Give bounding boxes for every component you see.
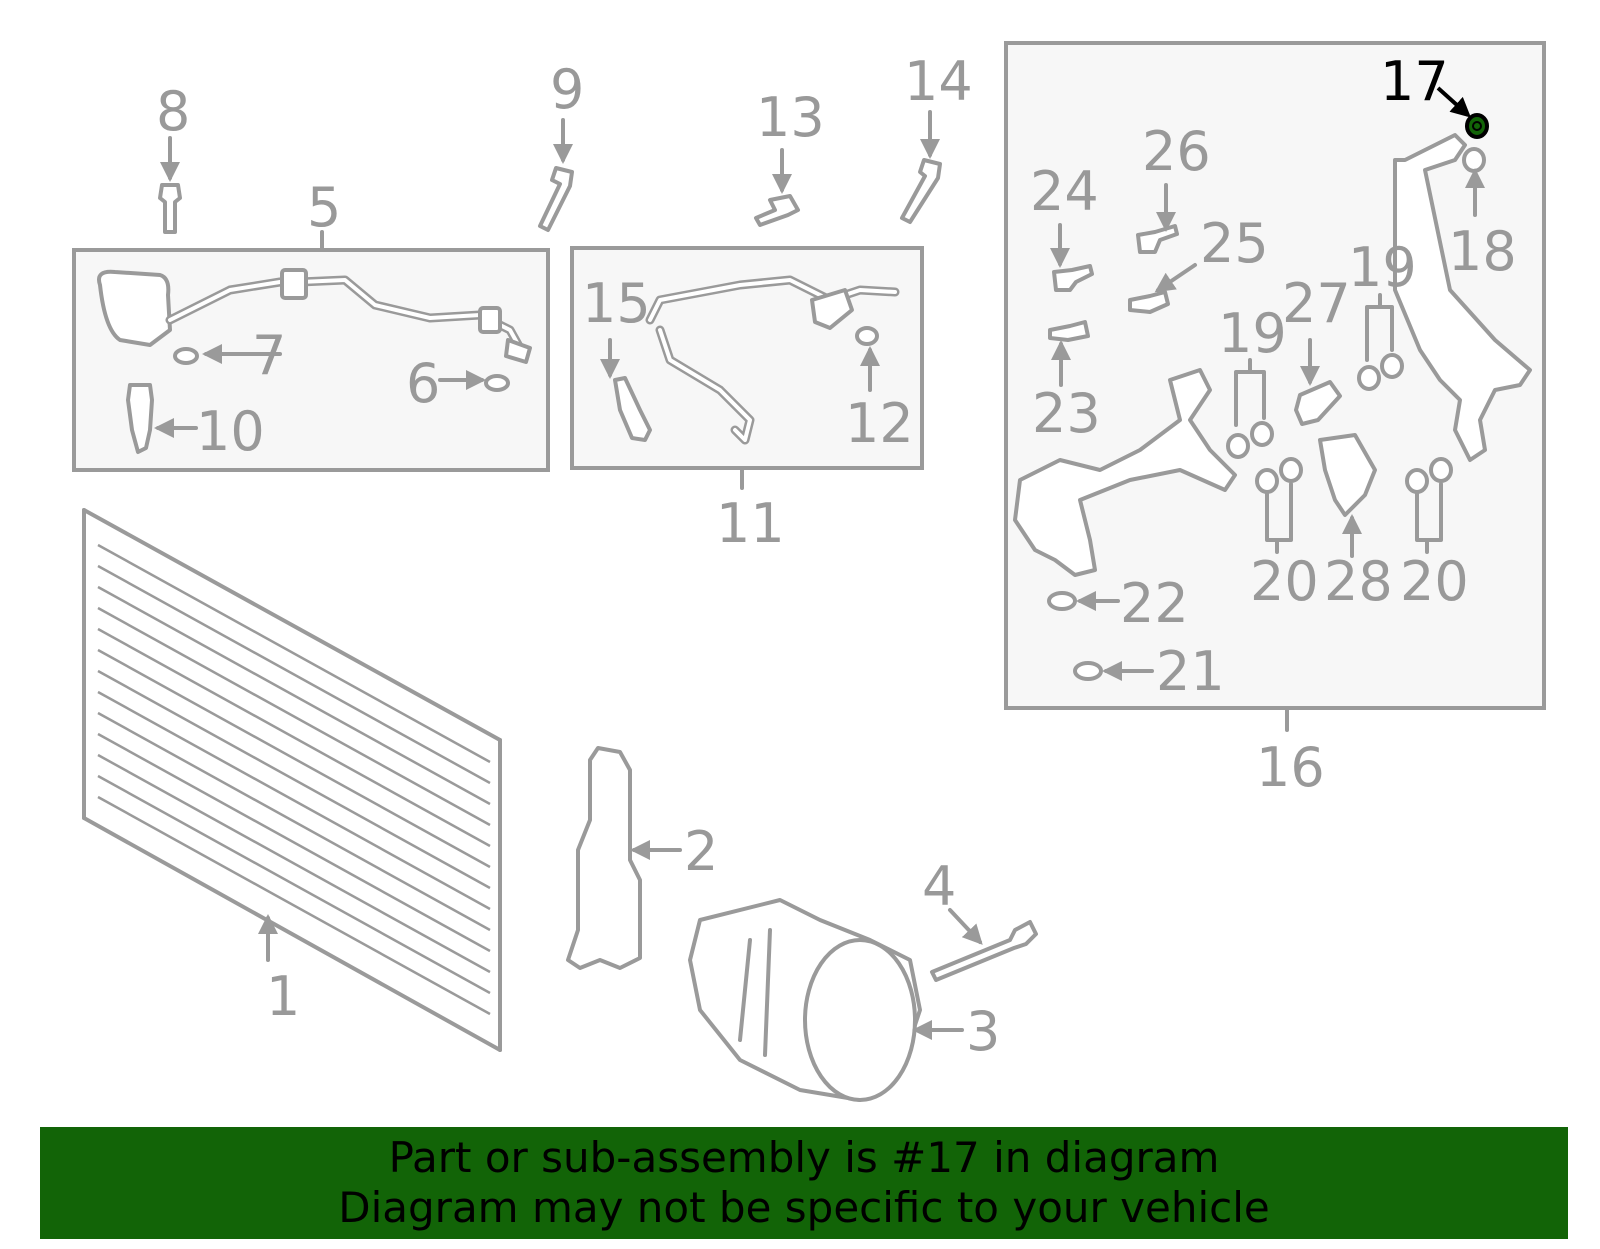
label-6[interactable]: 6 [406,352,440,415]
info-banner: Part or sub-assembly is #17 in diagram D… [40,1127,1568,1239]
label-28[interactable]: 28 [1324,550,1393,613]
label-11[interactable]: 11 [716,492,785,555]
label-14[interactable]: 14 [904,50,973,113]
label-7[interactable]: 7 [252,324,286,387]
label-20a[interactable]: 20 [1250,550,1319,613]
assembly-5-box [72,230,550,472]
compressor-part-3 [688,898,964,1102]
label-9[interactable]: 9 [550,58,584,121]
assembly-11-box [570,246,924,490]
label-13[interactable]: 13 [756,86,825,149]
label-26[interactable]: 26 [1142,120,1211,183]
label-17-highlighted[interactable]: 17 [1380,50,1449,113]
part-labels: 1 2 3 4 5 6 7 8 9 10 11 12 13 14 15 16 1… [156,50,1517,1063]
label-18[interactable]: 18 [1448,220,1517,283]
assembly-16-box [1004,41,1546,732]
label-23[interactable]: 23 [1032,382,1101,445]
highlighted-part-17 [1465,113,1489,139]
label-27[interactable]: 27 [1282,272,1351,335]
bracket-part-2 [566,746,682,970]
label-25[interactable]: 25 [1200,212,1269,275]
label-19b[interactable]: 19 [1348,236,1417,299]
label-15[interactable]: 15 [582,272,651,335]
label-20b[interactable]: 20 [1400,550,1469,613]
label-22[interactable]: 22 [1120,572,1189,635]
label-12[interactable]: 12 [845,392,914,455]
label-24[interactable]: 24 [1030,160,1099,223]
label-4[interactable]: 4 [922,855,956,918]
bolts [158,110,942,234]
banner-line-disclaimer: Diagram may not be specific to your vehi… [338,1183,1270,1232]
label-1[interactable]: 1 [266,965,300,1028]
label-16[interactable]: 16 [1256,736,1325,799]
label-19a[interactable]: 19 [1218,302,1287,365]
label-10[interactable]: 10 [196,400,265,463]
label-21[interactable]: 21 [1156,640,1225,703]
label-5[interactable]: 5 [307,176,341,239]
condenser-part-1 [82,508,502,1052]
label-3[interactable]: 3 [966,1000,1000,1063]
banner-line-part-number: Part or sub-assembly is #17 in diagram [388,1133,1220,1182]
bolt-part-4 [930,908,1038,982]
label-8[interactable]: 8 [156,80,190,143]
label-2[interactable]: 2 [684,820,718,883]
